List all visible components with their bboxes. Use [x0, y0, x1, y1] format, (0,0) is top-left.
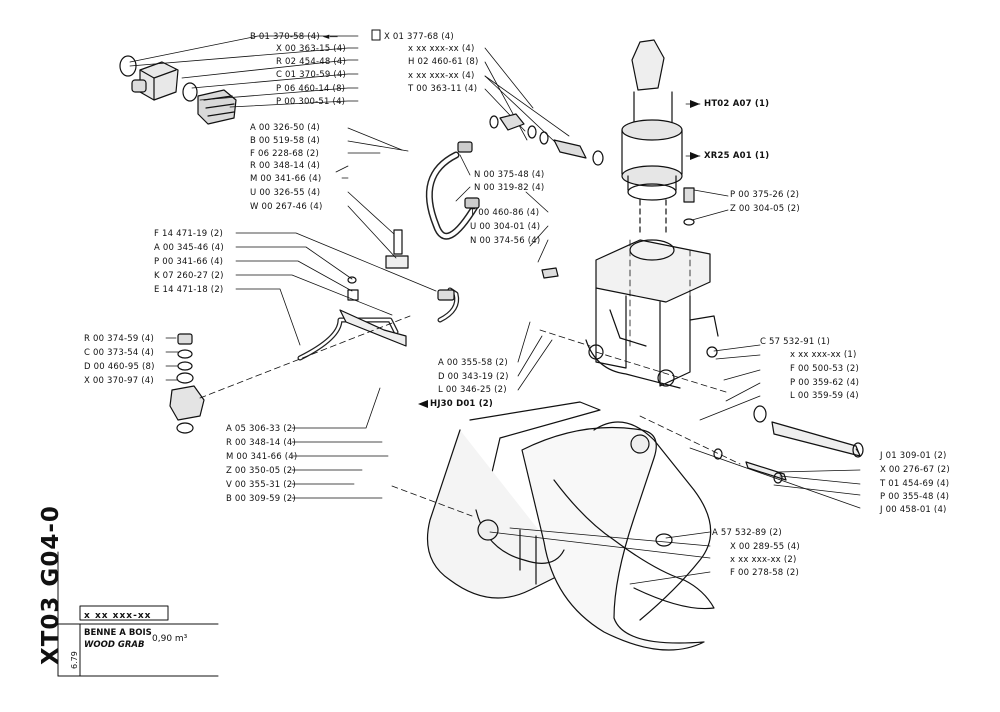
label-d-00-343-19: D 00 343-19 (2)	[438, 372, 509, 382]
label-z-00-350-05: Z 00 350-05 (2)	[226, 466, 296, 476]
label-a-57-532-89: A 57 532-89 (2)	[712, 528, 782, 538]
label-r-02-454-48: R 02 454-48 (4)	[276, 57, 346, 67]
label-x-01-377-68: X 01 377-68 (4)	[384, 32, 454, 42]
hydraulic-hose-top	[425, 113, 604, 240]
label-f-14-471-19: F 14 471-19 (2)	[154, 229, 223, 239]
title-english: WOOD GRAB	[84, 640, 145, 650]
label-b-01-370-58: B 01 370-58 (4) ◄—	[250, 32, 339, 42]
label-a-00-355-58: A 00 355-58 (2)	[438, 358, 508, 368]
label-c-57-532-91: C 57 532-91 (1)	[760, 337, 831, 347]
label-j-01-309-01: J 01 309-01 (2)	[880, 451, 947, 461]
center-lines	[199, 239, 741, 517]
label-a-05-306-33: A 05 306-33 (2)	[226, 424, 296, 434]
label-c-00-373-54: C 00 373-54 (4)	[84, 348, 155, 358]
right-pins	[541, 187, 864, 484]
label-a-00-345-46: A 00 345-46 (4)	[154, 243, 224, 253]
label-p-06-460-14: P 06 460-14 (8)	[276, 84, 346, 94]
label-l-00-346-25: L 00 346-25 (2)	[438, 385, 507, 395]
title-block-frame	[57, 551, 219, 677]
title-capacity: 0,90 m³	[152, 634, 188, 644]
label-b-00-519-58: B 00 519-58 (4)	[250, 136, 320, 146]
label-p-00-359-62: P 00 359-62 (4)	[790, 378, 860, 388]
label-j-00-458-01: J 00 458-01 (4)	[880, 505, 947, 515]
leaders-left	[165, 127, 553, 499]
left-hydraulic-parts	[169, 229, 460, 434]
label-r-00-374-59: R 00 374-59 (4)	[84, 334, 154, 344]
title-french: BENNE A BOIS	[84, 628, 152, 638]
label-x-00-289-55: X 00 289-55 (4)	[730, 542, 800, 552]
label-f-00-500-53: F 00 500-53 (2)	[790, 364, 859, 374]
label-n-00-375-48: N 00 375-48 (4)	[474, 170, 545, 180]
label-f-06-228-68: F 06 228-68 (2)	[250, 149, 319, 159]
label-r-00-348-14-b: R 00 348-14 (4)	[226, 438, 296, 448]
label-r-00-348-14: R 00 348-14 (4)	[250, 161, 320, 171]
label-xx-right-2: x xx xxx-xx (2)	[730, 555, 797, 565]
label-x-00-363-15: X 00 363-15 (4)	[276, 44, 346, 54]
label-d-00-460-95: D 00 460-95 (8)	[84, 362, 155, 372]
label-l-00-359-59: L 00 359-59 (4)	[790, 391, 859, 401]
label-a-00-326-50: A 00 326-50 (4)	[250, 123, 320, 133]
label-t-01-454-69: T 01 454-69 (4)	[880, 479, 950, 489]
label-p-00-375-26: P 00 375-26 (2)	[730, 190, 800, 200]
label-z-00-304-05: Z 00 304-05 (2)	[730, 204, 800, 214]
swivel-fittings	[119, 55, 237, 125]
label-hj30-d01: HJ30 D01 (2)	[430, 399, 493, 409]
label-t-00-460-86: T 00 460-86 (4)	[470, 208, 540, 218]
label-u-00-304-01: U 00 304-01 (4)	[470, 222, 541, 232]
label-x-00-276-67: X 00 276-67 (2)	[880, 465, 950, 475]
ref-markers	[371, 29, 700, 408]
label-f-00-278-58: F 00 278-58 (2)	[730, 568, 799, 578]
label-v-00-355-31: V 00 355-31 (2)	[226, 480, 296, 490]
label-n-00-319-82: N 00 319-82 (4)	[474, 183, 545, 193]
grab-shells	[426, 401, 715, 651]
label-xr25-a01: XR25 A01 (1)	[704, 151, 770, 161]
label-k-07-260-27: K 07 260-27 (2)	[154, 271, 224, 281]
label-xx-top-1: x xx xxx-xx (4)	[408, 44, 475, 54]
label-ht02-a07: HT02 A07 (1)	[704, 99, 770, 109]
label-t-00-363-11: T 00 363-11 (4)	[408, 84, 478, 94]
label-w-00-267-46: W 00 267-46 (4)	[250, 202, 323, 212]
leaders-top	[129, 35, 570, 143]
label-n-00-374-56: N 00 374-56 (4)	[470, 236, 541, 246]
label-p-00-341-66: P 00 341-66 (4)	[154, 257, 224, 267]
main-frame	[585, 239, 719, 389]
document-date: 6.79	[70, 651, 79, 669]
label-c-01-370-59: C 01 370-59 (4)	[276, 70, 347, 80]
rotator-column	[621, 39, 683, 237]
label-e-14-471-18: E 14 471-18 (2)	[154, 285, 224, 295]
label-h-02-460-61: H 02 460-61 (8)	[408, 57, 479, 67]
label-xx-right-1: x xx xxx-xx (1)	[790, 350, 857, 360]
label-x-00-370-97: X 00 370-97 (4)	[84, 376, 154, 386]
label-m-00-341-66: M 00 341-66 (4)	[250, 174, 322, 184]
label-u-00-326-55: U 00 326-55 (4)	[250, 188, 321, 198]
label-m-00-341-66-b: M 00 341-66 (4)	[226, 452, 298, 462]
label-p-00-355-48: P 00 355-48 (4)	[880, 492, 950, 502]
title-part-code: x xx xxx-xx	[84, 611, 152, 621]
label-xx-top-2: x xx xxx-xx (4)	[408, 71, 475, 81]
label-p-00-300-51: P 00 300-51 (4)	[276, 97, 346, 107]
label-b-00-309-59: B 00 309-59 (2)	[226, 494, 296, 504]
leaders-right	[489, 103, 861, 585]
document-code: XT03 G04-0	[38, 505, 64, 665]
